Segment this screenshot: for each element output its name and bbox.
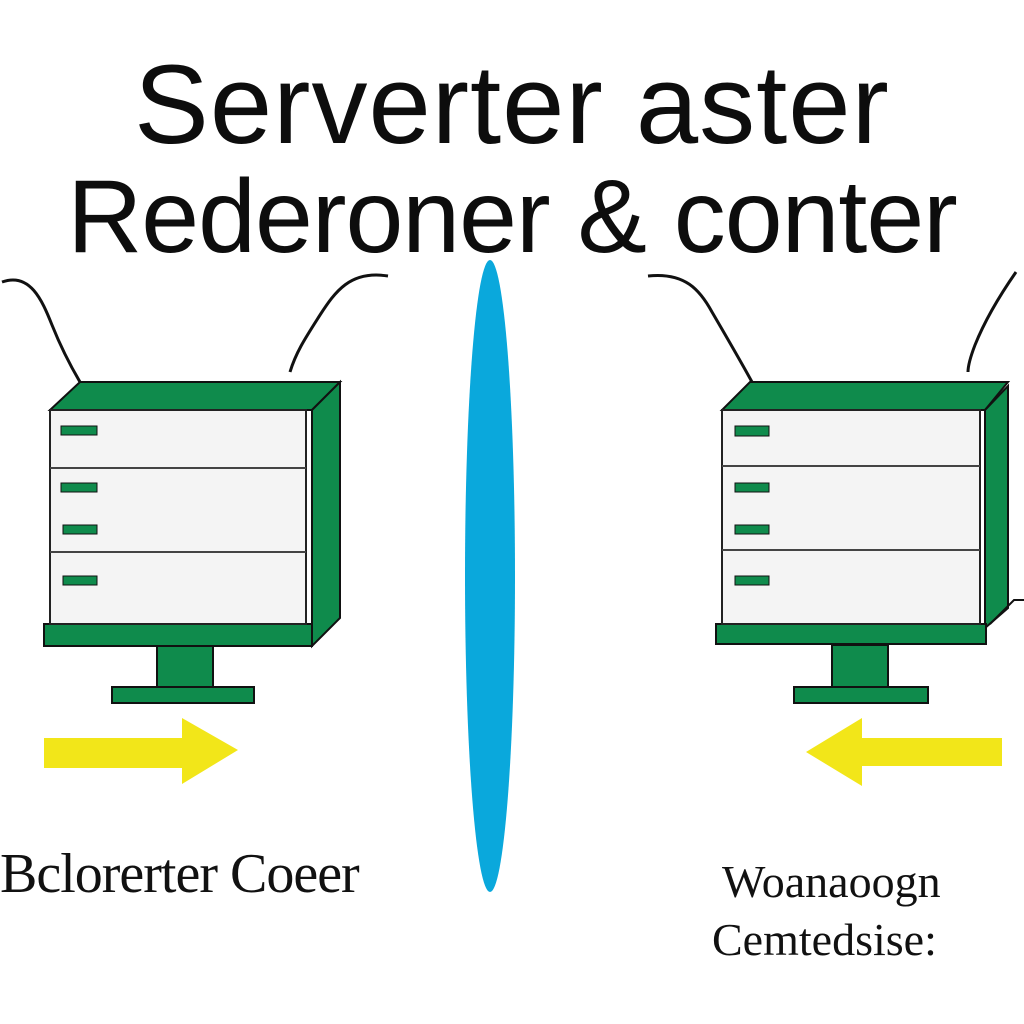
title-line-1: Serverter aster <box>134 42 890 167</box>
right-server-bottom <box>715 623 987 645</box>
arrow-right-icon <box>44 718 238 784</box>
right-server-led-2 <box>734 482 770 493</box>
right-cable-2 <box>966 271 1018 373</box>
caption-right-line-1: Woanaoogn <box>722 856 941 907</box>
right-server-icon <box>647 271 1024 704</box>
left-server-led-3 <box>62 524 98 535</box>
right-cable-1 <box>647 273 754 383</box>
left-server-face <box>49 409 307 625</box>
right-server-led-3 <box>734 524 770 535</box>
left-server-side <box>311 379 341 649</box>
title-line-2: Rederoner & conter <box>67 159 958 275</box>
right-server-top <box>719 381 1011 411</box>
divider-line <box>465 260 515 892</box>
left-server-led-2 <box>60 482 98 493</box>
left-server-stand-base <box>111 686 255 704</box>
left-server-led-1 <box>60 425 98 436</box>
right-server-side <box>984 383 1009 631</box>
left-cable-1 <box>1 278 82 383</box>
caption-left: Bclorerter Coeer <box>0 843 360 905</box>
right-server-stand-base <box>793 686 929 704</box>
left-server-icon <box>1 273 389 704</box>
left-server-top <box>47 381 343 411</box>
caption-right-line-2: Cemtedsise: <box>712 914 937 965</box>
right-server-stand-neck <box>831 644 889 692</box>
left-server-bottom <box>43 623 313 647</box>
left-cable-2 <box>288 273 389 373</box>
right-cable-3 <box>989 599 1024 625</box>
right-server-face <box>721 409 981 625</box>
left-server-led-4 <box>62 575 98 586</box>
right-server-led-1 <box>734 425 770 437</box>
left-server-stand-neck <box>156 644 214 692</box>
arrow-left-icon <box>806 718 1002 786</box>
right-server-led-4 <box>734 575 770 586</box>
